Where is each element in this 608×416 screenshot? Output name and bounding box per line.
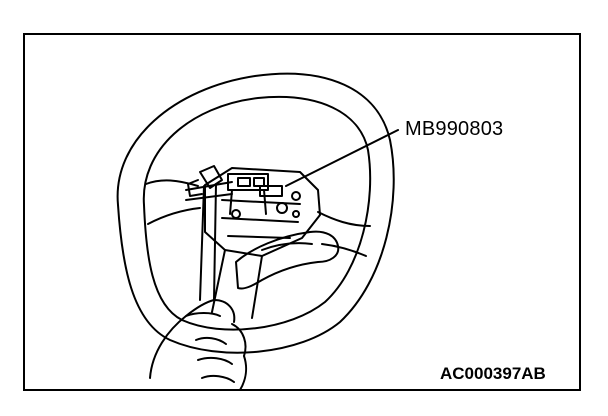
puller-tool-icon [185, 173, 283, 215]
figure-frame [23, 33, 581, 391]
steering-wheel-icon [116, 72, 395, 354]
tool-part-number-label: MB990803 [405, 118, 504, 140]
wrench-icon [187, 165, 223, 301]
figure-id-label: AC000397AB [440, 364, 546, 383]
hand-icon [149, 299, 248, 391]
callout-leader-line [285, 129, 399, 187]
hand-icon [235, 230, 340, 290]
